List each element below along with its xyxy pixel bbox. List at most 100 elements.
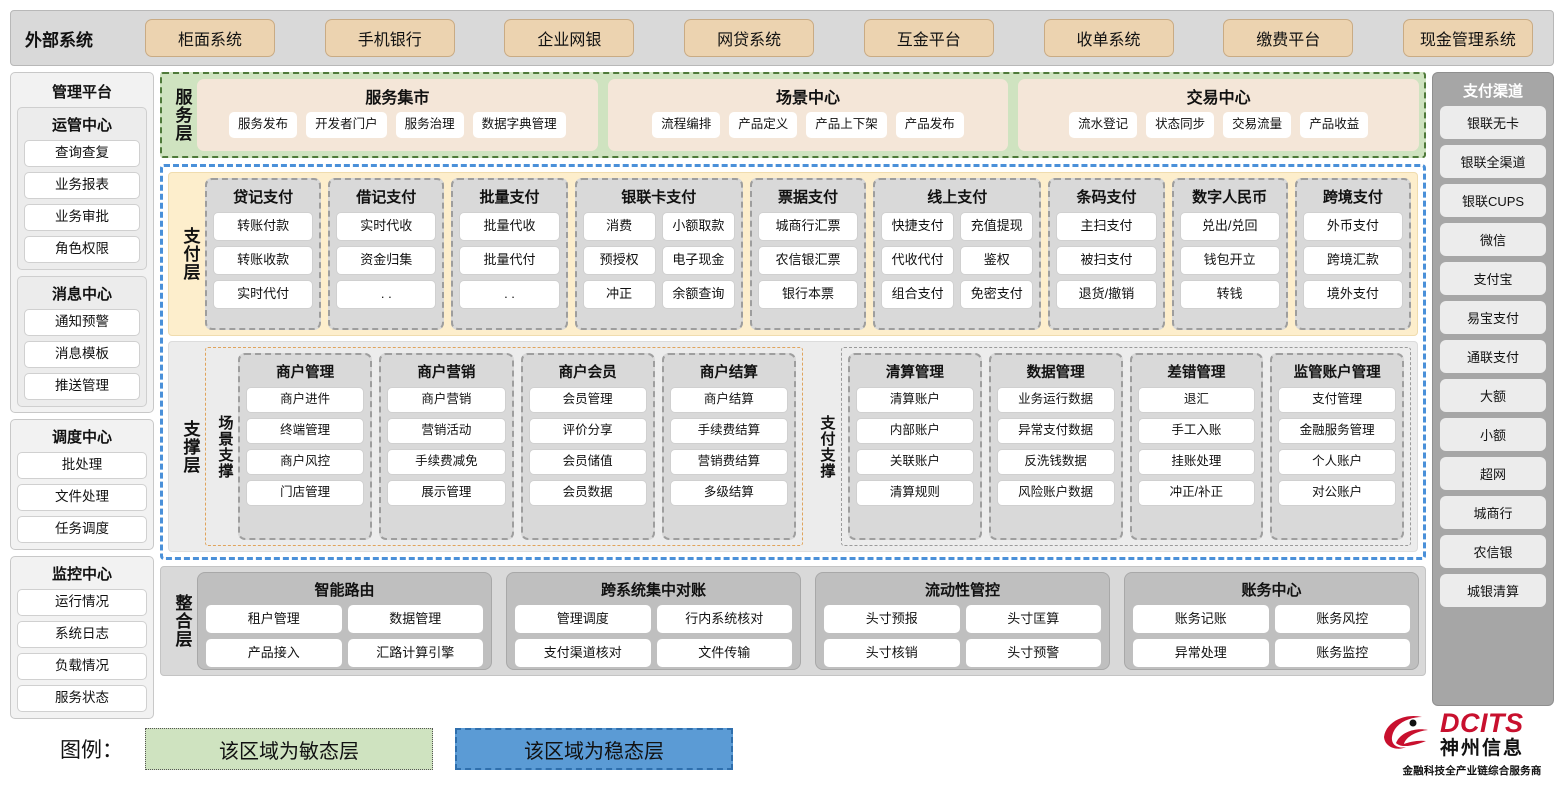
service-item[interactable]: 数据字典管理 bbox=[472, 112, 566, 138]
external-system-item[interactable]: 现金管理系统 bbox=[1402, 19, 1533, 57]
scene-support-item[interactable]: 手续费减免 bbox=[387, 449, 506, 475]
scene-support-item[interactable]: 会员储值 bbox=[528, 449, 647, 475]
integration-item[interactable]: 账务监控 bbox=[1274, 639, 1410, 667]
payment-item[interactable]: 实时代付 bbox=[213, 280, 314, 309]
payment-channel-item[interactable]: 通联支付 bbox=[1440, 340, 1546, 373]
external-system-item[interactable]: 互金平台 bbox=[863, 19, 994, 57]
payment-item[interactable]: 转钱 bbox=[1179, 280, 1280, 309]
scene-support-item[interactable]: 评价分享 bbox=[528, 418, 647, 444]
integration-item[interactable]: 产品接入 bbox=[206, 639, 342, 667]
payment-item[interactable]: 外币支付 bbox=[1302, 212, 1403, 241]
payment-channel-item[interactable]: 城银清算 bbox=[1440, 574, 1546, 607]
service-item[interactable]: 交易流量 bbox=[1223, 112, 1292, 138]
payment-item[interactable]: . . bbox=[336, 280, 437, 309]
payment-channel-item[interactable]: 银联CUPS bbox=[1440, 184, 1546, 217]
payment-item[interactable]: 代收代付 bbox=[881, 246, 955, 275]
management-item[interactable]: 消息模板 bbox=[24, 341, 140, 368]
pay-support-item[interactable]: 异常支付数据 bbox=[996, 418, 1115, 444]
payment-item[interactable]: 消费 bbox=[582, 212, 656, 241]
payment-item[interactable]: 电子现金 bbox=[661, 246, 735, 275]
integration-item[interactable]: 汇路计算引擎 bbox=[347, 639, 483, 667]
payment-channel-item[interactable]: 微信 bbox=[1440, 223, 1546, 256]
payment-item[interactable]: 农信银汇票 bbox=[757, 246, 859, 275]
pay-support-item[interactable]: 退汇 bbox=[1137, 387, 1256, 413]
service-item[interactable]: 服务治理 bbox=[395, 112, 464, 138]
external-system-item[interactable]: 手机银行 bbox=[324, 19, 455, 57]
pay-support-item[interactable]: 挂账处理 bbox=[1137, 449, 1256, 475]
integration-item[interactable]: 异常处理 bbox=[1133, 639, 1269, 667]
pay-support-item[interactable]: 业务运行数据 bbox=[996, 387, 1115, 413]
scene-support-item[interactable]: 营销活动 bbox=[387, 418, 506, 444]
payment-item[interactable]: 实时代收 bbox=[336, 212, 437, 241]
payment-item[interactable]: 资金归集 bbox=[336, 246, 437, 275]
management-item[interactable]: 服务状态 bbox=[17, 685, 147, 712]
scene-support-item[interactable]: 会员管理 bbox=[528, 387, 647, 413]
scene-support-item[interactable]: 终端管理 bbox=[246, 418, 365, 444]
payment-channel-item[interactable]: 易宝支付 bbox=[1440, 301, 1546, 334]
integration-item[interactable]: 账务风控 bbox=[1274, 605, 1410, 633]
management-item[interactable]: 任务调度 bbox=[17, 516, 147, 543]
payment-item[interactable]: 免密支付 bbox=[960, 280, 1034, 309]
payment-item[interactable]: 快捷支付 bbox=[881, 212, 955, 241]
payment-channel-item[interactable]: 农信银 bbox=[1440, 535, 1546, 568]
integration-item[interactable]: 账务记账 bbox=[1133, 605, 1269, 633]
payment-channel-item[interactable]: 大额 bbox=[1440, 379, 1546, 412]
management-item[interactable]: 批处理 bbox=[17, 452, 147, 479]
payment-item[interactable]: 主扫支付 bbox=[1056, 212, 1157, 241]
payment-item[interactable]: . . bbox=[459, 280, 560, 309]
service-item[interactable]: 流水登记 bbox=[1069, 112, 1138, 138]
payment-item[interactable]: 余额查询 bbox=[661, 280, 735, 309]
scene-support-item[interactable]: 展示管理 bbox=[387, 480, 506, 506]
management-item[interactable]: 业务审批 bbox=[24, 204, 140, 231]
service-item[interactable]: 产品发布 bbox=[895, 112, 964, 138]
pay-support-item[interactable]: 内部账户 bbox=[856, 418, 974, 444]
pay-support-item[interactable]: 冲正/补正 bbox=[1137, 480, 1256, 506]
payment-item[interactable]: 充值提现 bbox=[960, 212, 1034, 241]
management-item[interactable]: 查询查复 bbox=[24, 140, 140, 167]
pay-support-item[interactable]: 关联账户 bbox=[856, 449, 974, 475]
service-item[interactable]: 开发者门户 bbox=[306, 112, 387, 138]
pay-support-item[interactable]: 个人账户 bbox=[1278, 449, 1396, 475]
payment-item[interactable]: 转账收款 bbox=[213, 246, 314, 275]
payment-item[interactable]: 冲正 bbox=[582, 280, 656, 309]
payment-channel-item[interactable]: 小额 bbox=[1440, 418, 1546, 451]
payment-item[interactable]: 退货/撤销 bbox=[1056, 280, 1157, 309]
external-system-item[interactable]: 柜面系统 bbox=[145, 19, 275, 57]
payment-item[interactable]: 跨境汇款 bbox=[1302, 246, 1403, 275]
pay-support-item[interactable]: 风险账户数据 bbox=[996, 480, 1115, 506]
service-item[interactable]: 产品定义 bbox=[729, 112, 798, 138]
integration-item[interactable]: 头寸预报 bbox=[824, 605, 960, 633]
payment-channel-item[interactable]: 银联无卡 bbox=[1440, 106, 1546, 139]
pay-support-item[interactable]: 清算规则 bbox=[856, 480, 974, 506]
management-item[interactable]: 通知预警 bbox=[24, 309, 140, 336]
integration-item[interactable]: 头寸匡算 bbox=[965, 605, 1101, 633]
external-system-item[interactable]: 收单系统 bbox=[1043, 19, 1174, 57]
payment-item[interactable]: 被扫支付 bbox=[1056, 246, 1157, 275]
integration-item[interactable]: 行内系统核对 bbox=[656, 605, 792, 633]
scene-support-item[interactable]: 营销费结算 bbox=[669, 449, 788, 475]
payment-item[interactable]: 预授权 bbox=[582, 246, 656, 275]
payment-channel-item[interactable]: 城商行 bbox=[1440, 496, 1546, 529]
payment-item[interactable]: 批量代收 bbox=[459, 212, 560, 241]
integration-item[interactable]: 支付渠道核对 bbox=[515, 639, 651, 667]
scene-support-item[interactable]: 多级结算 bbox=[669, 480, 788, 506]
scene-support-item[interactable]: 门店管理 bbox=[246, 480, 365, 506]
pay-support-item[interactable]: 金融服务管理 bbox=[1278, 418, 1396, 444]
management-item[interactable]: 运行情况 bbox=[17, 589, 147, 616]
payment-item[interactable]: 兑出/兑回 bbox=[1179, 212, 1280, 241]
integration-item[interactable]: 管理调度 bbox=[515, 605, 651, 633]
management-item[interactable]: 负载情况 bbox=[17, 653, 147, 680]
pay-support-item[interactable]: 清算账户 bbox=[856, 387, 974, 413]
service-item[interactable]: 流程编排 bbox=[652, 112, 721, 138]
pay-support-item[interactable]: 对公账户 bbox=[1278, 480, 1396, 506]
scene-support-item[interactable]: 商户结算 bbox=[669, 387, 788, 413]
external-system-item[interactable]: 网贷系统 bbox=[684, 19, 815, 57]
payment-item[interactable]: 境外支付 bbox=[1302, 280, 1403, 309]
payment-item[interactable]: 组合支付 bbox=[881, 280, 955, 309]
scene-support-item[interactable]: 商户进件 bbox=[246, 387, 365, 413]
integration-item[interactable]: 数据管理 bbox=[347, 605, 483, 633]
management-item[interactable]: 角色权限 bbox=[24, 236, 140, 263]
payment-item[interactable]: 银行本票 bbox=[757, 280, 859, 309]
external-system-item[interactable]: 企业网银 bbox=[504, 19, 635, 57]
scene-support-item[interactable]: 商户营销 bbox=[387, 387, 506, 413]
